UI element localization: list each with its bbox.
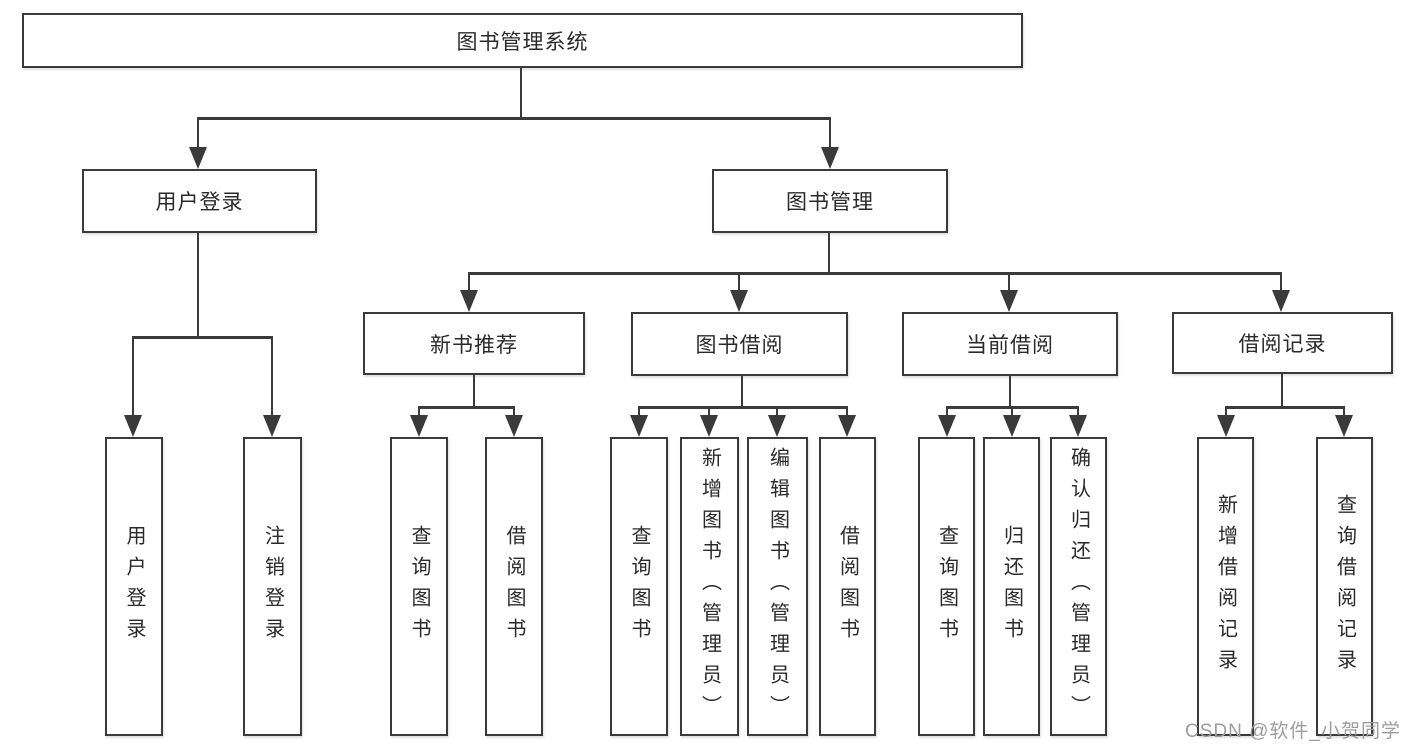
arrowhead-down-icon — [630, 415, 648, 437]
arrowhead-down-icon — [460, 290, 478, 312]
arrowhead-down-icon — [821, 147, 839, 169]
leaf-current-query-books-label: 查询图书 — [935, 524, 958, 649]
arrowhead-down-icon — [1003, 415, 1021, 437]
connector-line — [1007, 272, 1011, 292]
arrowhead-down-icon — [838, 415, 856, 437]
node-book-management: 图书管理 — [712, 169, 948, 233]
connector-line — [417, 406, 516, 409]
leaf-borrowing-edit-books-admin: 编辑图书（管理员） — [747, 437, 808, 736]
leaf-records-add-record: 新增借阅记录 — [1197, 437, 1254, 736]
connector-line — [845, 406, 849, 417]
connector-line — [827, 233, 831, 275]
leaf-records-query-record: 查询借阅记录 — [1316, 437, 1373, 736]
leaf-current-return-books: 归还图书 — [983, 437, 1040, 736]
connector-line — [1224, 406, 1228, 417]
leaf-current-confirm-return-admin-label: 确认归还（管理员） — [1067, 447, 1090, 726]
leaf-records-query-record-label: 查询借阅记录 — [1333, 493, 1356, 680]
connector-line — [417, 406, 421, 417]
arrowhead-down-icon — [505, 415, 523, 437]
connector-line — [1280, 373, 1284, 409]
connector-line — [1010, 406, 1014, 417]
connector-line — [1076, 406, 1080, 417]
arrowhead-down-icon — [263, 415, 281, 437]
leaf-borrowing-borrow-books: 借阅图书 — [819, 437, 876, 736]
connector-line — [196, 117, 200, 149]
leaf-borrowing-query-books: 查询图书 — [610, 437, 668, 736]
connector-line — [637, 406, 849, 409]
connector-line — [196, 233, 200, 339]
connector-line — [737, 272, 741, 292]
watermark: CSDN @软件_小贺同学 — [1185, 721, 1401, 742]
arrowhead-down-icon — [189, 147, 207, 169]
connector-line — [945, 406, 949, 417]
connector-line — [512, 406, 516, 417]
leaf-user-login-label: 用户登录 — [123, 524, 145, 649]
connector-line — [196, 117, 832, 120]
leaf-user-login: 用户登录 — [105, 437, 163, 736]
leaf-recommend-borrow-books: 借阅图书 — [485, 437, 543, 736]
leaf-borrowing-query-books-label: 查询图书 — [628, 524, 650, 649]
leaf-recommend-query-books-label: 查询图书 — [408, 524, 430, 649]
arrowhead-down-icon — [1217, 415, 1235, 437]
connector-line — [1224, 406, 1346, 409]
connector-line — [637, 406, 641, 417]
leaf-current-confirm-return-admin: 确认归还（管理员） — [1050, 437, 1107, 736]
arrowhead-down-icon — [700, 415, 718, 437]
connector-line — [270, 336, 274, 417]
connector-line — [131, 336, 135, 417]
leaf-current-return-books-label: 归还图书 — [1000, 524, 1023, 649]
leaf-current-query-books: 查询图书 — [918, 437, 975, 736]
leaf-recommend-borrow-books-label: 借阅图书 — [503, 524, 525, 649]
connector-line — [1279, 272, 1283, 292]
arrowhead-down-icon — [1069, 415, 1087, 437]
leaf-logout: 注销登录 — [243, 437, 302, 736]
arrowhead-down-icon — [1000, 290, 1018, 312]
node-current-borrowing: 当前借阅 — [902, 312, 1118, 376]
node-book-borrowing: 图书借阅 — [631, 312, 848, 376]
node-user-login: 用户登录 — [82, 169, 317, 233]
connector-line — [707, 406, 711, 417]
node-borrowing-records: 借阅记录 — [1172, 312, 1393, 374]
leaf-logout-label: 注销登录 — [261, 524, 284, 649]
arrowhead-down-icon — [1272, 290, 1290, 312]
node-library-management-system: 图书管理系统 — [22, 13, 1023, 68]
arrowhead-down-icon — [1335, 415, 1353, 437]
arrowhead-down-icon — [730, 290, 748, 312]
arrowhead-down-icon — [410, 415, 428, 437]
leaf-borrowing-edit-books-admin-label: 编辑图书（管理员） — [766, 447, 789, 726]
leaf-borrowing-add-books-admin: 新增图书（管理员） — [680, 437, 739, 736]
leaf-borrowing-borrow-books-label: 借阅图书 — [836, 524, 859, 649]
leaf-borrowing-add-books-admin-label: 新增图书（管理员） — [698, 447, 721, 726]
connector-line — [472, 375, 476, 409]
connector-line — [467, 272, 471, 292]
connector-line — [775, 406, 779, 417]
arrowhead-down-icon — [124, 415, 142, 437]
connector-line — [828, 117, 832, 149]
arrowhead-down-icon — [768, 415, 786, 437]
leaf-recommend-query-books: 查询图书 — [390, 437, 448, 736]
connector-line — [467, 272, 1283, 275]
node-new-book-recommendation: 新书推荐 — [363, 312, 585, 375]
arrowhead-down-icon — [938, 415, 956, 437]
connector-line — [1342, 406, 1346, 417]
connector-line — [131, 336, 274, 339]
connector-line — [740, 376, 744, 409]
connector-line — [1008, 376, 1012, 409]
leaf-records-add-record-label: 新增借阅记录 — [1214, 493, 1237, 680]
connector-line — [519, 68, 523, 120]
